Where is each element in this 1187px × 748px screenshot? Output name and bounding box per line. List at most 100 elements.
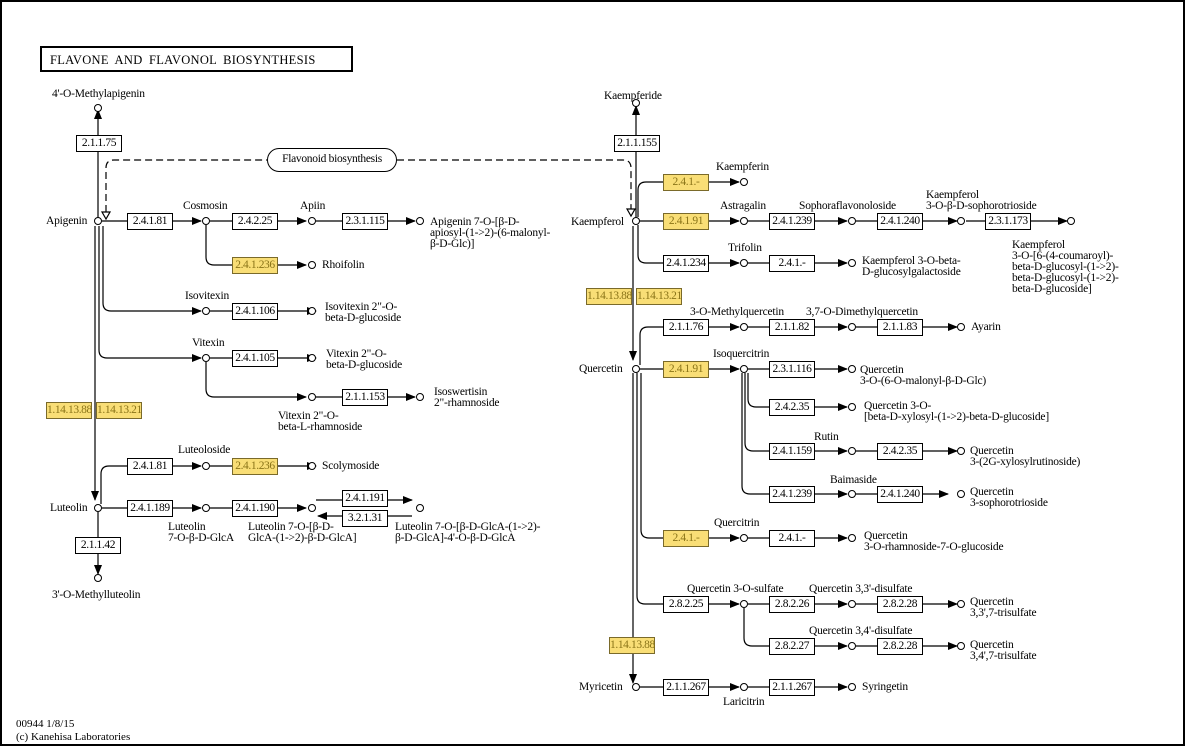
compound-node-baimaside[interactable]: [848, 490, 856, 498]
compound-label-apigenin: Apigenin: [46, 215, 88, 227]
enzyme-box-2-1-1-42[interactable]: 2.1.1.42: [75, 537, 121, 554]
compound-node-kaempferin[interactable]: [740, 178, 748, 186]
compound-node-rhoifolin[interactable]: [308, 261, 316, 269]
compound-node-luteolin-7-o-d-glca-1-2-d-glca-4-o-d-glc[interactable]: [416, 504, 424, 512]
enzyme-box-2-4-1-191[interactable]: 2.4.1.191: [342, 490, 388, 507]
compound-node-quercetin-3-3-7-trisulfate[interactable]: [957, 600, 965, 608]
compound-node-quercetin-3-4-disulfate[interactable]: [848, 642, 856, 650]
enzyme-box-2-3-1-116[interactable]: 2.3.1.116: [769, 361, 815, 378]
compound-node-isovitexin-2-o-beta-d-glucoside[interactable]: [308, 307, 316, 315]
compound-node-isoswertisin-2-rhamnoside[interactable]: [416, 393, 424, 401]
enzyme-box-2-4-1-81[interactable]: 2.4.1.81: [127, 458, 173, 475]
enzyme-box-2-4-1-236[interactable]: 2.4.1.236: [232, 458, 278, 475]
compound-node-quercetin-3-4-7-trisulfate[interactable]: [957, 642, 965, 650]
enzyme-box-3-2-1-31[interactable]: 3.2.1.31: [342, 510, 388, 527]
compound-node-scolymoside[interactable]: [308, 462, 316, 470]
enzyme-box-2-4-1-105[interactable]: 2.4.1.105: [232, 350, 278, 367]
compound-node-kaempferol-3-o-6-4-coumaroyl-beta-d-gluc[interactable]: [1067, 217, 1075, 225]
compound-node-ayarin[interactable]: [957, 323, 965, 331]
compound-node-kaempferol-3-o-beta-d-glucosylgalactosid[interactable]: [848, 259, 856, 267]
compound-node-apigenin-7-o-d-apiosyl-1-2-6-malonyl-d-g[interactable]: [416, 217, 424, 225]
enzyme-box-2-1-1-267[interactable]: 2.1.1.267: [769, 679, 815, 696]
enzyme-box-2-4-1-159[interactable]: 2.4.1.159: [769, 443, 815, 460]
compound-node-quercetin-3-o-sulfate[interactable]: [740, 600, 748, 608]
compound-node-quercitrin[interactable]: [740, 534, 748, 542]
compound-node-quercetin[interactable]: [632, 365, 640, 373]
map-link-flavonoid-biosynthesis[interactable]: Flavonoid biosynthesis: [267, 148, 397, 172]
enzyme-box-2-4-1-91[interactable]: 2.4.1.91: [663, 213, 709, 230]
enzyme-box-2-4-1-239[interactable]: 2.4.1.239: [769, 486, 815, 503]
enzyme-box-2-1-1-153[interactable]: 2.1.1.153: [342, 389, 388, 406]
enzyme-box-2-4-1-x[interactable]: 2.4.1.-: [663, 174, 709, 191]
enzyme-box-2-1-1-267[interactable]: 2.1.1.267: [663, 679, 709, 696]
compound-node-kaempferide[interactable]: [632, 99, 640, 107]
enzyme-box-2-4-2-25[interactable]: 2.4.2.25: [232, 213, 278, 230]
compound-node-vitexin-2-o-beta-d-glucoside[interactable]: [308, 354, 316, 362]
compound-node-quercetin-3-o-beta-d-xylosyl-1-2-beta-d-[interactable]: [848, 403, 856, 411]
enzyme-box-2-8-2-25[interactable]: 2.8.2.25: [663, 596, 709, 613]
compound-node-3-7-o-dimethylquercetin[interactable]: [848, 323, 856, 331]
compound-label-quercetin-3-o-beta-d-xylosyl-1-2-beta-d-: Quercetin 3-O- [beta-D-xylosyl-(1->2)-be…: [864, 400, 1049, 423]
enzyme-box-2-1-1-75[interactable]: 2.1.1.75: [76, 135, 122, 152]
enzyme-box-2-4-1-189[interactable]: 2.4.1.189: [127, 500, 173, 517]
compound-node-luteoloside[interactable]: [202, 462, 210, 470]
enzyme-box-2-4-1-240[interactable]: 2.4.1.240: [877, 486, 923, 503]
enzyme-box-1-14-13-21[interactable]: 1.14.13.21: [636, 288, 682, 305]
enzyme-box-1-14-13-21[interactable]: 1.14.13.21: [96, 402, 142, 419]
compound-node-luteolin-7-o-d-glca[interactable]: [202, 504, 210, 512]
compound-node-quercetin-3-2g-xylosylrutinoside[interactable]: [957, 447, 965, 455]
enzyme-box-2-4-1-x[interactable]: 2.4.1.-: [663, 530, 709, 547]
compound-node-syringetin[interactable]: [848, 683, 856, 691]
enzyme-box-2-3-1-115[interactable]: 2.3.1.115: [342, 213, 388, 230]
enzyme-box-2-1-1-82[interactable]: 2.1.1.82: [769, 319, 815, 336]
compound-node-kaempferol-3-o-d-sophorotrioside[interactable]: [957, 217, 965, 225]
compound-node-3-o-methylquercetin[interactable]: [740, 323, 748, 331]
enzyme-box-2-1-1-155[interactable]: 2.1.1.155: [614, 135, 660, 152]
compound-node-rutin[interactable]: [848, 447, 856, 455]
enzyme-box-2-8-2-27[interactable]: 2.8.2.27: [769, 638, 815, 655]
compound-node-myricetin[interactable]: [632, 683, 640, 691]
enzyme-box-2-4-1-91[interactable]: 2.4.1.91: [663, 361, 709, 378]
compound-node-quercetin-3-sophorotrioside[interactable]: [957, 490, 965, 498]
enzyme-box-2-4-1-x[interactable]: 2.4.1.-: [769, 530, 815, 547]
compound-node-apigenin[interactable]: [94, 217, 102, 225]
compound-node-cosmosin[interactable]: [202, 217, 210, 225]
compound-node-vitexin-2-o-beta-l-rhamnoside[interactable]: [308, 393, 316, 401]
compound-node-laricitrin[interactable]: [740, 683, 748, 691]
enzyme-box-2-4-1-234[interactable]: 2.4.1.234: [663, 255, 709, 272]
enzyme-box-2-4-1-106[interactable]: 2.4.1.106: [232, 303, 278, 320]
enzyme-box-2-4-1-190[interactable]: 2.4.1.190: [232, 500, 278, 517]
compound-node-4-o-methylapigenin[interactable]: [94, 104, 102, 112]
enzyme-box-2-1-1-83[interactable]: 2.1.1.83: [877, 319, 923, 336]
enzyme-box-2-4-2-35[interactable]: 2.4.2.35: [769, 399, 815, 416]
enzyme-box-2-8-2-28[interactable]: 2.8.2.28: [877, 596, 923, 613]
compound-node-vitexin[interactable]: [202, 354, 210, 362]
compound-node-isovitexin[interactable]: [202, 307, 210, 315]
enzyme-box-2-4-1-x[interactable]: 2.4.1.-: [769, 255, 815, 272]
compound-node-isoquercitrin[interactable]: [740, 365, 748, 373]
map-title[interactable]: FLAVONE AND FLAVONOL BIOSYNTHESIS: [40, 46, 353, 72]
enzyme-box-2-4-1-81[interactable]: 2.4.1.81: [127, 213, 173, 230]
enzyme-box-2-3-1-173[interactable]: 2.3.1.173: [985, 213, 1031, 230]
enzyme-box-1-14-13-88[interactable]: 1.14.13.88: [609, 637, 655, 654]
enzyme-box-2-1-1-76[interactable]: 2.1.1.76: [663, 319, 709, 336]
compound-node-quercetin-3-o-rhamnoside-7-o-glucoside[interactable]: [848, 534, 856, 542]
compound-node-astragalin[interactable]: [740, 217, 748, 225]
compound-node-quercetin-3-o-6-o-malonyl-d-glc[interactable]: [848, 365, 856, 373]
enzyme-box-2-4-1-240[interactable]: 2.4.1.240: [877, 213, 923, 230]
compound-node-3-o-methylluteolin[interactable]: [94, 574, 102, 582]
compound-node-luteolin-7-o-d-glca-1-2-d-glca[interactable]: [308, 504, 316, 512]
enzyme-box-1-14-13-88[interactable]: 1.14.13.88: [46, 402, 92, 419]
enzyme-box-1-14-13-88[interactable]: 1.14.13.88: [586, 288, 632, 305]
enzyme-box-2-4-1-236[interactable]: 2.4.1.236: [232, 257, 278, 274]
compound-node-quercetin-3-3-disulfate[interactable]: [848, 600, 856, 608]
enzyme-box-2-4-2-35[interactable]: 2.4.2.35: [877, 443, 923, 460]
compound-node-apiin[interactable]: [308, 217, 316, 225]
compound-node-kaempferol[interactable]: [632, 217, 640, 225]
compound-node-trifolin[interactable]: [740, 259, 748, 267]
enzyme-box-2-8-2-26[interactable]: 2.8.2.26: [769, 596, 815, 613]
enzyme-box-2-8-2-28[interactable]: 2.8.2.28: [877, 638, 923, 655]
compound-node-luteolin[interactable]: [94, 504, 102, 512]
enzyme-box-2-4-1-239[interactable]: 2.4.1.239: [769, 213, 815, 230]
compound-node-sophoraflavonoloside[interactable]: [848, 217, 856, 225]
